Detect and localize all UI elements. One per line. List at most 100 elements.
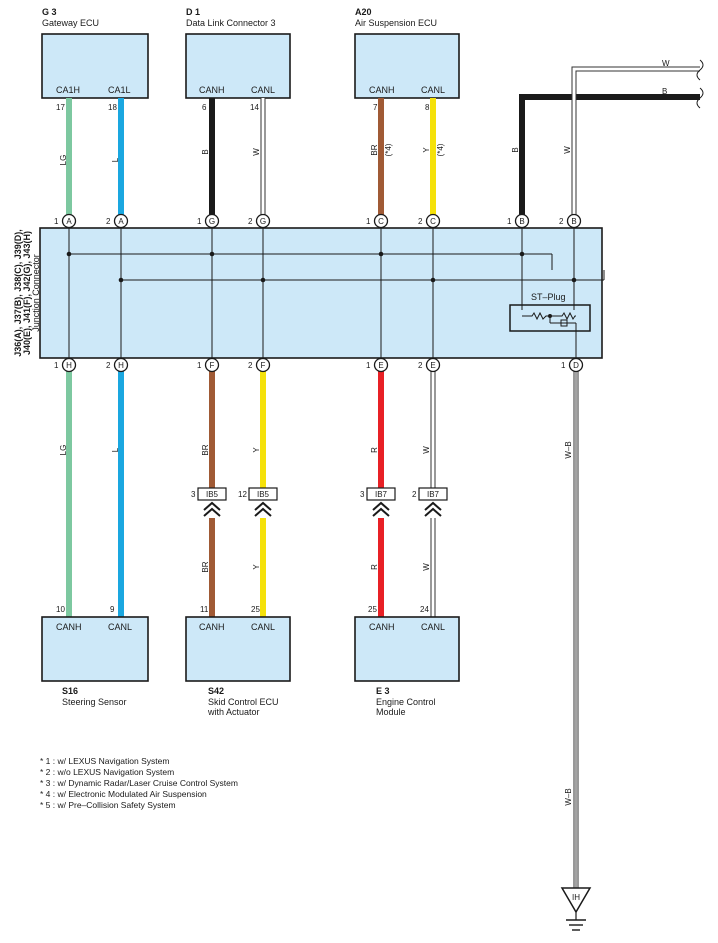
pin-name: CANL bbox=[421, 622, 445, 632]
wire-w-right bbox=[572, 67, 700, 220]
break-mark bbox=[696, 59, 704, 81]
svg-text:B: B bbox=[571, 217, 576, 226]
svg-text:E: E bbox=[430, 361, 435, 370]
svg-text:F: F bbox=[261, 361, 266, 370]
pin-number: 18 bbox=[108, 103, 117, 112]
component-code: S16 bbox=[62, 686, 78, 696]
junction-top-pins: 1 A 2 A 1 G 2 G 1 C 2 C 1 B 2 B bbox=[54, 213, 582, 229]
pin-number: 9 bbox=[110, 605, 115, 614]
component-name: with Actuator bbox=[207, 707, 260, 717]
wire-b-right bbox=[519, 94, 700, 220]
component-name: Steering Sensor bbox=[62, 697, 127, 707]
svg-text:2: 2 bbox=[248, 217, 253, 226]
svg-text:1: 1 bbox=[197, 361, 202, 370]
footnote: * 1 : w/ LEXUS Navigation System bbox=[40, 756, 169, 766]
svg-text:IB7: IB7 bbox=[375, 490, 388, 499]
st-plug: ST–Plug bbox=[509, 292, 591, 358]
pin-number: 14 bbox=[250, 103, 259, 112]
wire-w-right-outline bbox=[571, 66, 700, 220]
wire-label: Y bbox=[252, 564, 261, 570]
footnote: * 4 : w/ Electronic Modulated Air Suspen… bbox=[40, 789, 207, 799]
component-steering-sensor: 10 9 CANH CANL S16 Steering Sensor bbox=[41, 605, 149, 707]
pin-number: 10 bbox=[56, 605, 65, 614]
svg-text:F: F bbox=[210, 361, 215, 370]
wire-label: LG bbox=[59, 445, 68, 456]
junction-connector: ST–Plug J36(A), J37(B), J38(C), J39(D), … bbox=[13, 227, 605, 359]
svg-text:A: A bbox=[66, 217, 72, 226]
component-code: D 1 bbox=[186, 7, 200, 17]
svg-text:E: E bbox=[378, 361, 383, 370]
wire-label: L bbox=[111, 157, 120, 162]
component-name: Engine Control bbox=[376, 697, 436, 707]
svg-text:2: 2 bbox=[418, 217, 423, 226]
component-name: Data Link Connector 3 bbox=[186, 18, 276, 28]
svg-text:2: 2 bbox=[106, 217, 111, 226]
svg-text:IB7: IB7 bbox=[427, 490, 440, 499]
wire-label: R bbox=[370, 564, 379, 570]
inline-connectors: 3 IB5 12 IB5 3 IB7 2 IB7 bbox=[191, 487, 448, 517]
wire-label: B bbox=[511, 147, 520, 152]
st-plug-label: ST–Plug bbox=[531, 292, 566, 302]
svg-text:2: 2 bbox=[248, 361, 253, 370]
svg-text:2: 2 bbox=[106, 361, 111, 370]
wire-label: W bbox=[252, 148, 261, 156]
component-code: A20 bbox=[355, 7, 372, 17]
svg-text:1: 1 bbox=[54, 361, 59, 370]
pin-number: 11 bbox=[200, 605, 209, 614]
junction-label: J36(A), J37(B), J38(C), J39(D), bbox=[13, 229, 23, 357]
pin-name: CANL bbox=[251, 85, 275, 95]
pin-number: 8 bbox=[425, 103, 430, 112]
svg-text:1: 1 bbox=[507, 217, 512, 226]
wire-label: BR bbox=[201, 444, 210, 455]
svg-text:C: C bbox=[430, 217, 436, 226]
pin-number: 25 bbox=[368, 605, 377, 614]
svg-text:3: 3 bbox=[191, 490, 196, 499]
component-name: Module bbox=[376, 707, 406, 717]
component-name: Skid Control ECU bbox=[208, 697, 279, 707]
footnote: * 5 : w/ Pre–Collision Safety System bbox=[40, 800, 176, 810]
svg-text:1: 1 bbox=[366, 217, 371, 226]
component-skid-control-ecu: 11 25 CANH CANL S42 Skid Control ECU wit… bbox=[185, 605, 291, 717]
component-name: Air Suspension ECU bbox=[355, 18, 437, 28]
junction-bottom-pins: 1 H 2 H 1 F 2 F 1 E 2 E 1 D bbox=[54, 357, 584, 373]
svg-text:1: 1 bbox=[561, 361, 566, 370]
svg-text:1: 1 bbox=[54, 217, 59, 226]
pin-name: CA1H bbox=[56, 85, 80, 95]
pin-name: CANL bbox=[251, 622, 275, 632]
svg-text:2: 2 bbox=[412, 490, 417, 499]
svg-text:1: 1 bbox=[366, 361, 371, 370]
wire-label: W bbox=[422, 446, 431, 454]
svg-text:C: C bbox=[378, 217, 384, 226]
ground-symbol: IH bbox=[560, 887, 592, 931]
pin-name: CANL bbox=[421, 85, 445, 95]
wire-label: BR bbox=[370, 144, 379, 155]
svg-text:2: 2 bbox=[418, 361, 423, 370]
svg-text:H: H bbox=[66, 361, 72, 370]
wire-label: L bbox=[111, 447, 120, 452]
pin-number: 25 bbox=[251, 605, 260, 614]
component-data-link-connector: D 1 Data Link Connector 3 CANH CANL 6 14 bbox=[185, 7, 291, 112]
footnotes: * 1 : w/ LEXUS Navigation System * 2 : w… bbox=[40, 756, 238, 810]
wire-label: W–B bbox=[564, 441, 573, 458]
wire-label: R bbox=[370, 447, 379, 453]
footnote: * 2 : w/o LEXUS Navigation System bbox=[40, 767, 174, 777]
svg-text:12: 12 bbox=[238, 490, 247, 499]
svg-text:G: G bbox=[260, 217, 266, 226]
svg-text:D: D bbox=[573, 361, 579, 370]
footnote: * 3 : w/ Dynamic Radar/Laser Cruise Cont… bbox=[40, 778, 238, 788]
svg-text:A: A bbox=[118, 217, 124, 226]
junction-label: Junction Connector bbox=[31, 254, 41, 332]
component-gateway-ecu: G 3 Gateway ECU CA1H CA1L 17 18 bbox=[41, 7, 149, 112]
wire-note: (*4) bbox=[436, 143, 445, 156]
wire-label: B bbox=[201, 149, 210, 154]
pin-name: CANH bbox=[369, 622, 395, 632]
pin-name: CANH bbox=[56, 622, 82, 632]
wire-label: Y bbox=[252, 447, 261, 453]
wire-label: W bbox=[422, 563, 431, 571]
wire-label: Y bbox=[422, 147, 431, 153]
junction-label: J40(E), J41(F), J42(G), J43(H) bbox=[22, 231, 32, 355]
svg-text:B: B bbox=[519, 217, 524, 226]
bottom-wires: LG L BR Y R W W–B BR Y R W W–B bbox=[59, 366, 579, 888]
pin-number: 7 bbox=[373, 103, 378, 112]
